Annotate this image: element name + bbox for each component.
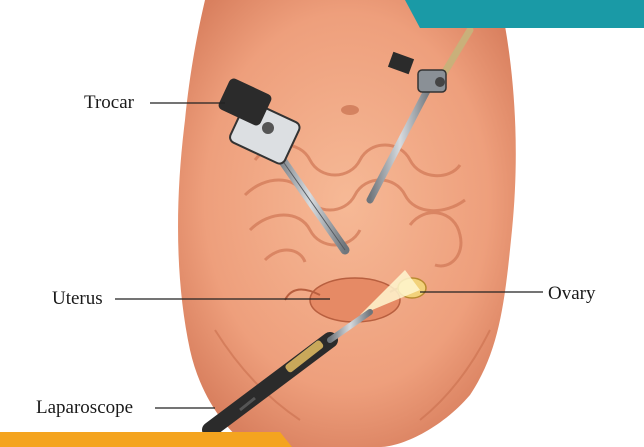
uterus-label: Uterus xyxy=(52,289,103,308)
orange-bottom-band xyxy=(0,432,292,447)
trocar-label: Trocar xyxy=(84,93,134,112)
torso xyxy=(178,0,516,447)
ovary-label: Ovary xyxy=(548,284,595,303)
teal-corner-band xyxy=(405,0,644,28)
navel xyxy=(341,105,359,115)
laparoscope-label: Laparoscope xyxy=(36,398,133,417)
